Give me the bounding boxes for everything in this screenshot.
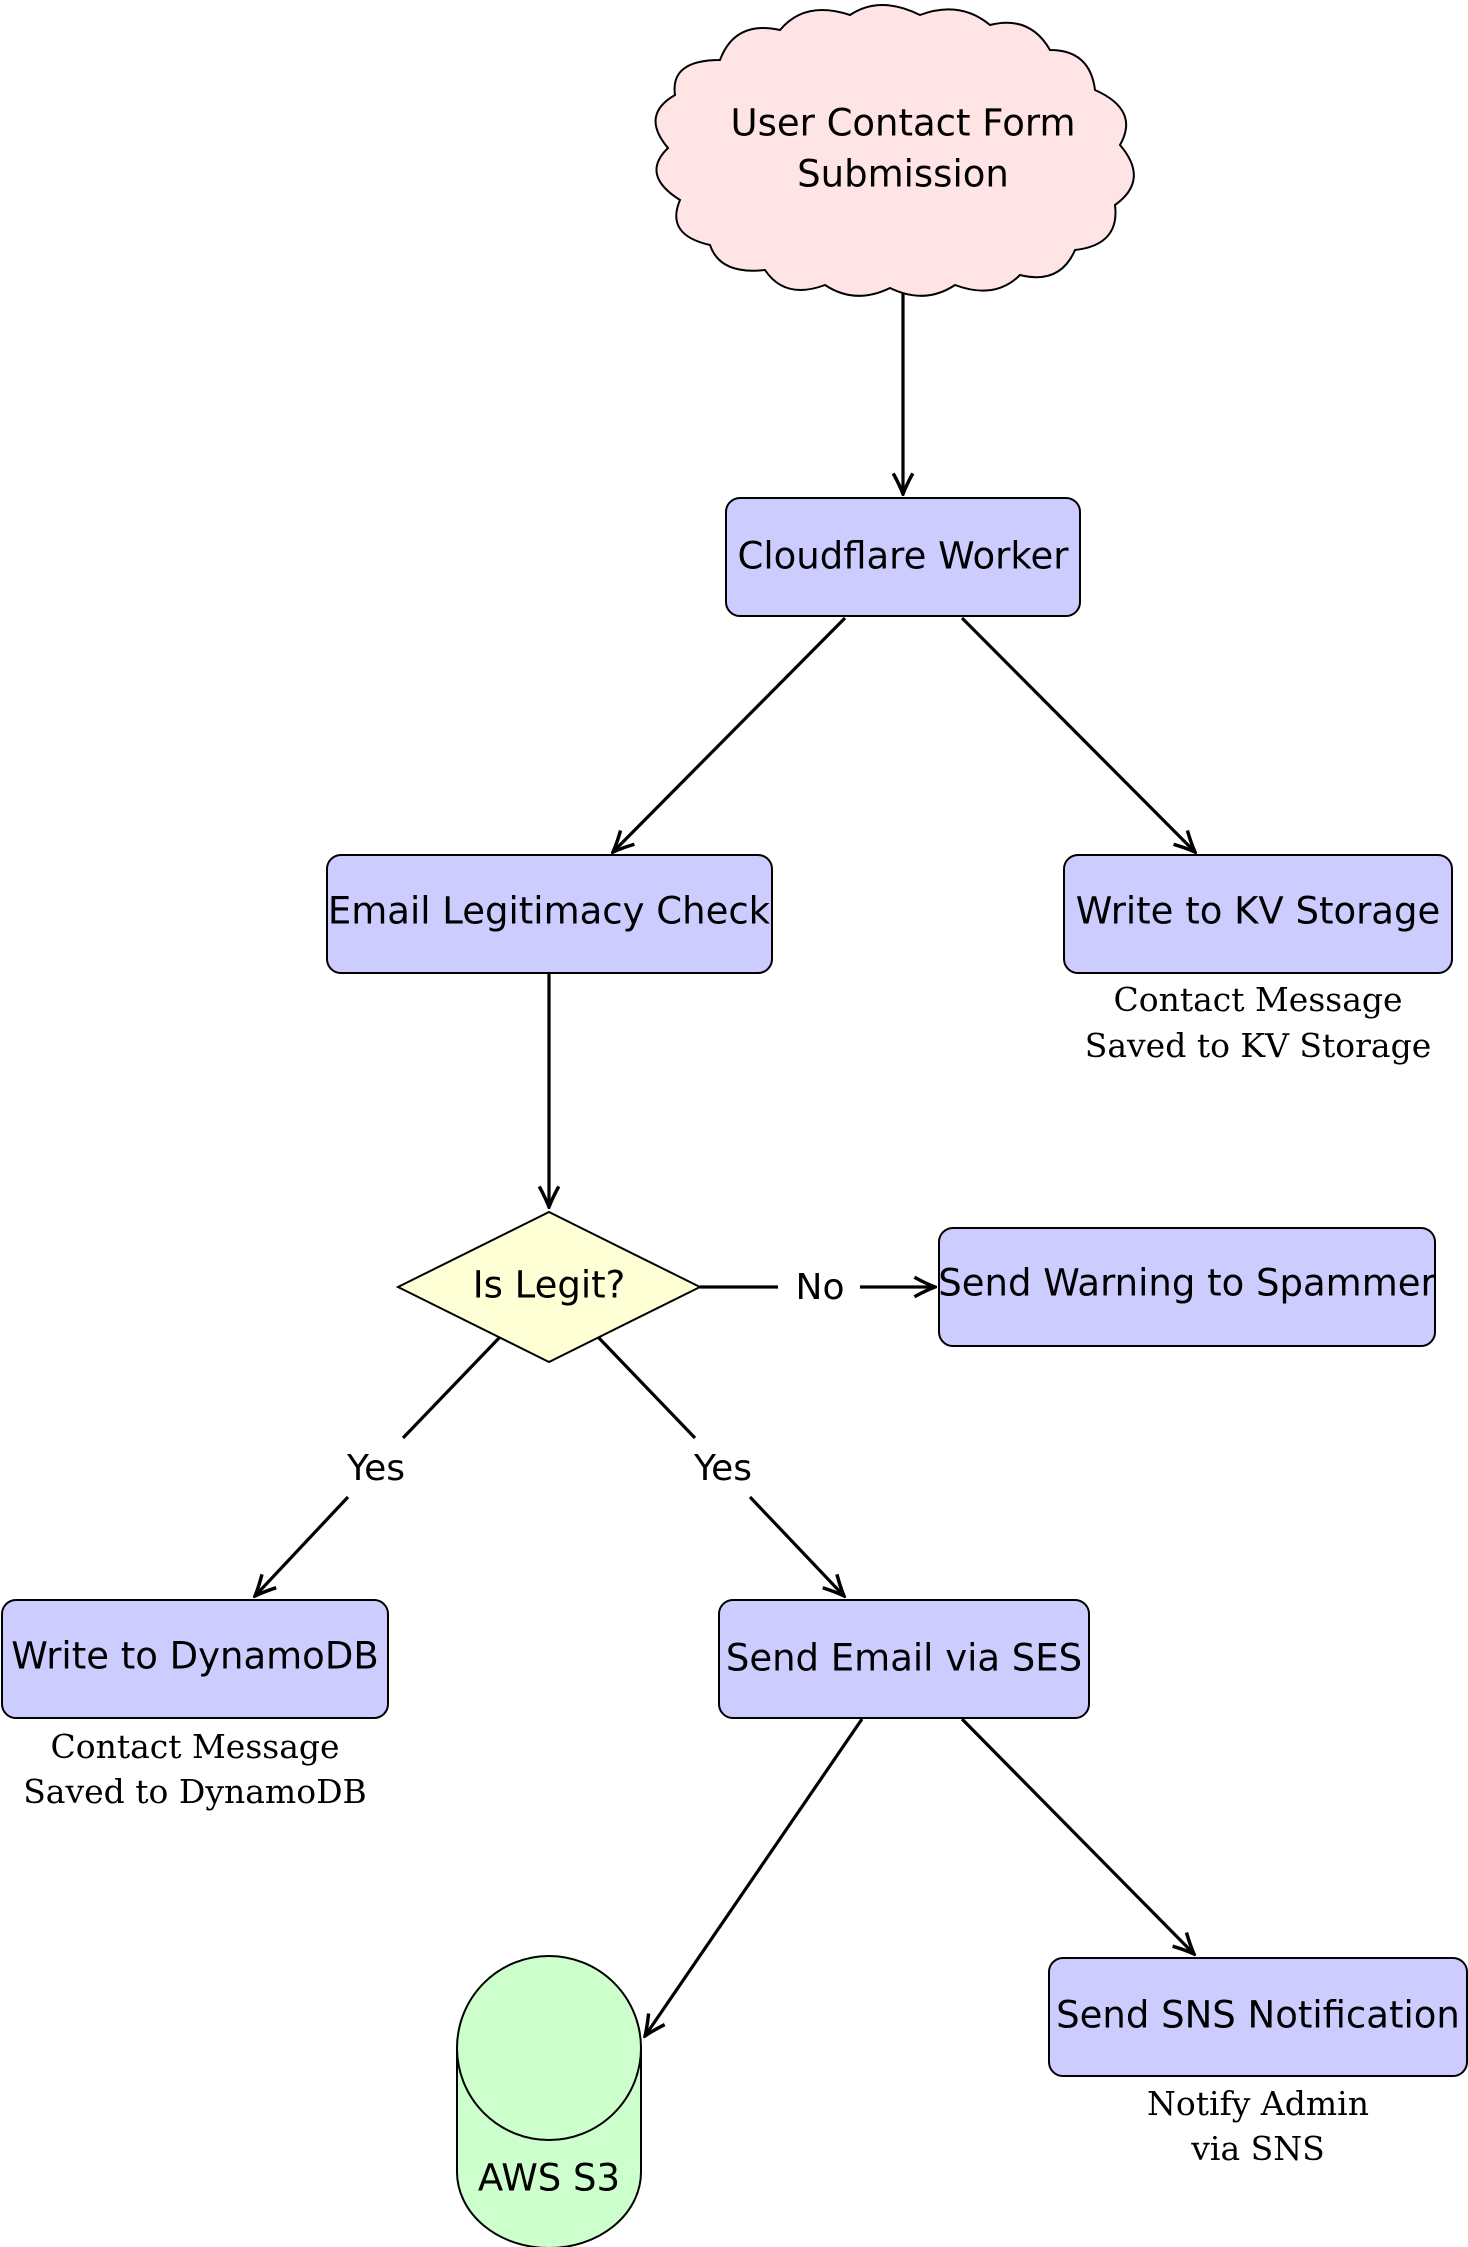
kv-storage-label: Write to KV Storage: [1076, 890, 1440, 933]
node-dynamodb: Write to DynamoDB Contact Message Saved …: [1, 1599, 389, 1811]
node-sns: Send SNS Notification Notify Admin via S…: [1048, 1957, 1468, 2168]
sns-box: [1048, 1957, 1468, 2077]
is-legit-label: Is Legit?: [473, 1264, 626, 1307]
s3-cylinder-top: [456, 1955, 642, 2141]
email-check-box: [326, 854, 773, 974]
send-warning-box: [938, 1227, 1436, 1347]
node-ses: Send Email via SES: [718, 1599, 1090, 1719]
dynamodb-label: Write to DynamoDB: [11, 1635, 378, 1678]
form-submission-label-line1: User Contact Form: [730, 102, 1075, 145]
edge-label-yes-right: Yes: [693, 1448, 752, 1489]
dynamodb-note-line1: Contact Message: [50, 1727, 339, 1766]
edge-yes-left-segment-1: [401, 1335, 502, 1440]
node-s3: AWS S3: [456, 1955, 642, 2247]
sns-label: Send SNS Notification: [1056, 1994, 1460, 2037]
kv-note-line1: Contact Message: [1113, 980, 1402, 1019]
edge-ses-to-sns: [960, 1717, 1194, 1954]
send-warning-label: Send Warning to Spammer: [938, 1262, 1436, 1305]
s3-label: AWS S3: [478, 2157, 620, 2200]
cloudflare-worker-box: [725, 497, 1081, 617]
edge-label-no: No: [796, 1267, 845, 1308]
node-email-check: Email Legitimacy Check: [326, 854, 773, 974]
node-is-legit: Is Legit?: [395, 1210, 703, 1364]
edge-yes-right-segment-1: [596, 1335, 697, 1440]
form-submission-label-line2: Submission: [797, 153, 1009, 196]
edge-yes-right-segment-2: [748, 1495, 844, 1596]
edge-yes-left-segment-2: [255, 1495, 350, 1596]
kv-note-line2: Saved to KV Storage: [1085, 1026, 1432, 1065]
dynamodb-note-line2: Saved to DynamoDB: [23, 1772, 367, 1811]
sns-note-line2: via SNS: [1190, 2129, 1324, 2168]
edge-ses-to-s3: [645, 1718, 864, 2036]
dynamodb-box: [1, 1599, 389, 1719]
edge-worker-to-email-check: [613, 616, 847, 852]
cloud-shape: [654, 4, 1135, 297]
sns-note-line1: Notify Admin: [1147, 2084, 1369, 2123]
node-cloudflare-worker: Cloudflare Worker: [725, 497, 1081, 617]
email-check-label: Email Legitimacy Check: [328, 890, 771, 933]
cloudflare-worker-label: Cloudflare Worker: [738, 535, 1070, 578]
edges: [255, 272, 1195, 2036]
ses-box: [718, 1599, 1090, 1719]
node-kv-storage: Write to KV Storage Contact Message Save…: [1063, 854, 1453, 1065]
edge-worker-to-kv-storage: [960, 616, 1195, 852]
node-form-submission: User Contact Form Submission: [654, 4, 1135, 297]
node-send-warning: Send Warning to Spammer: [938, 1227, 1437, 1347]
decision-diamond: [395, 1210, 703, 1364]
edge-label-yes-left: Yes: [346, 1448, 405, 1489]
ses-label: Send Email via SES: [726, 1637, 1082, 1680]
kv-storage-box: [1063, 854, 1453, 974]
